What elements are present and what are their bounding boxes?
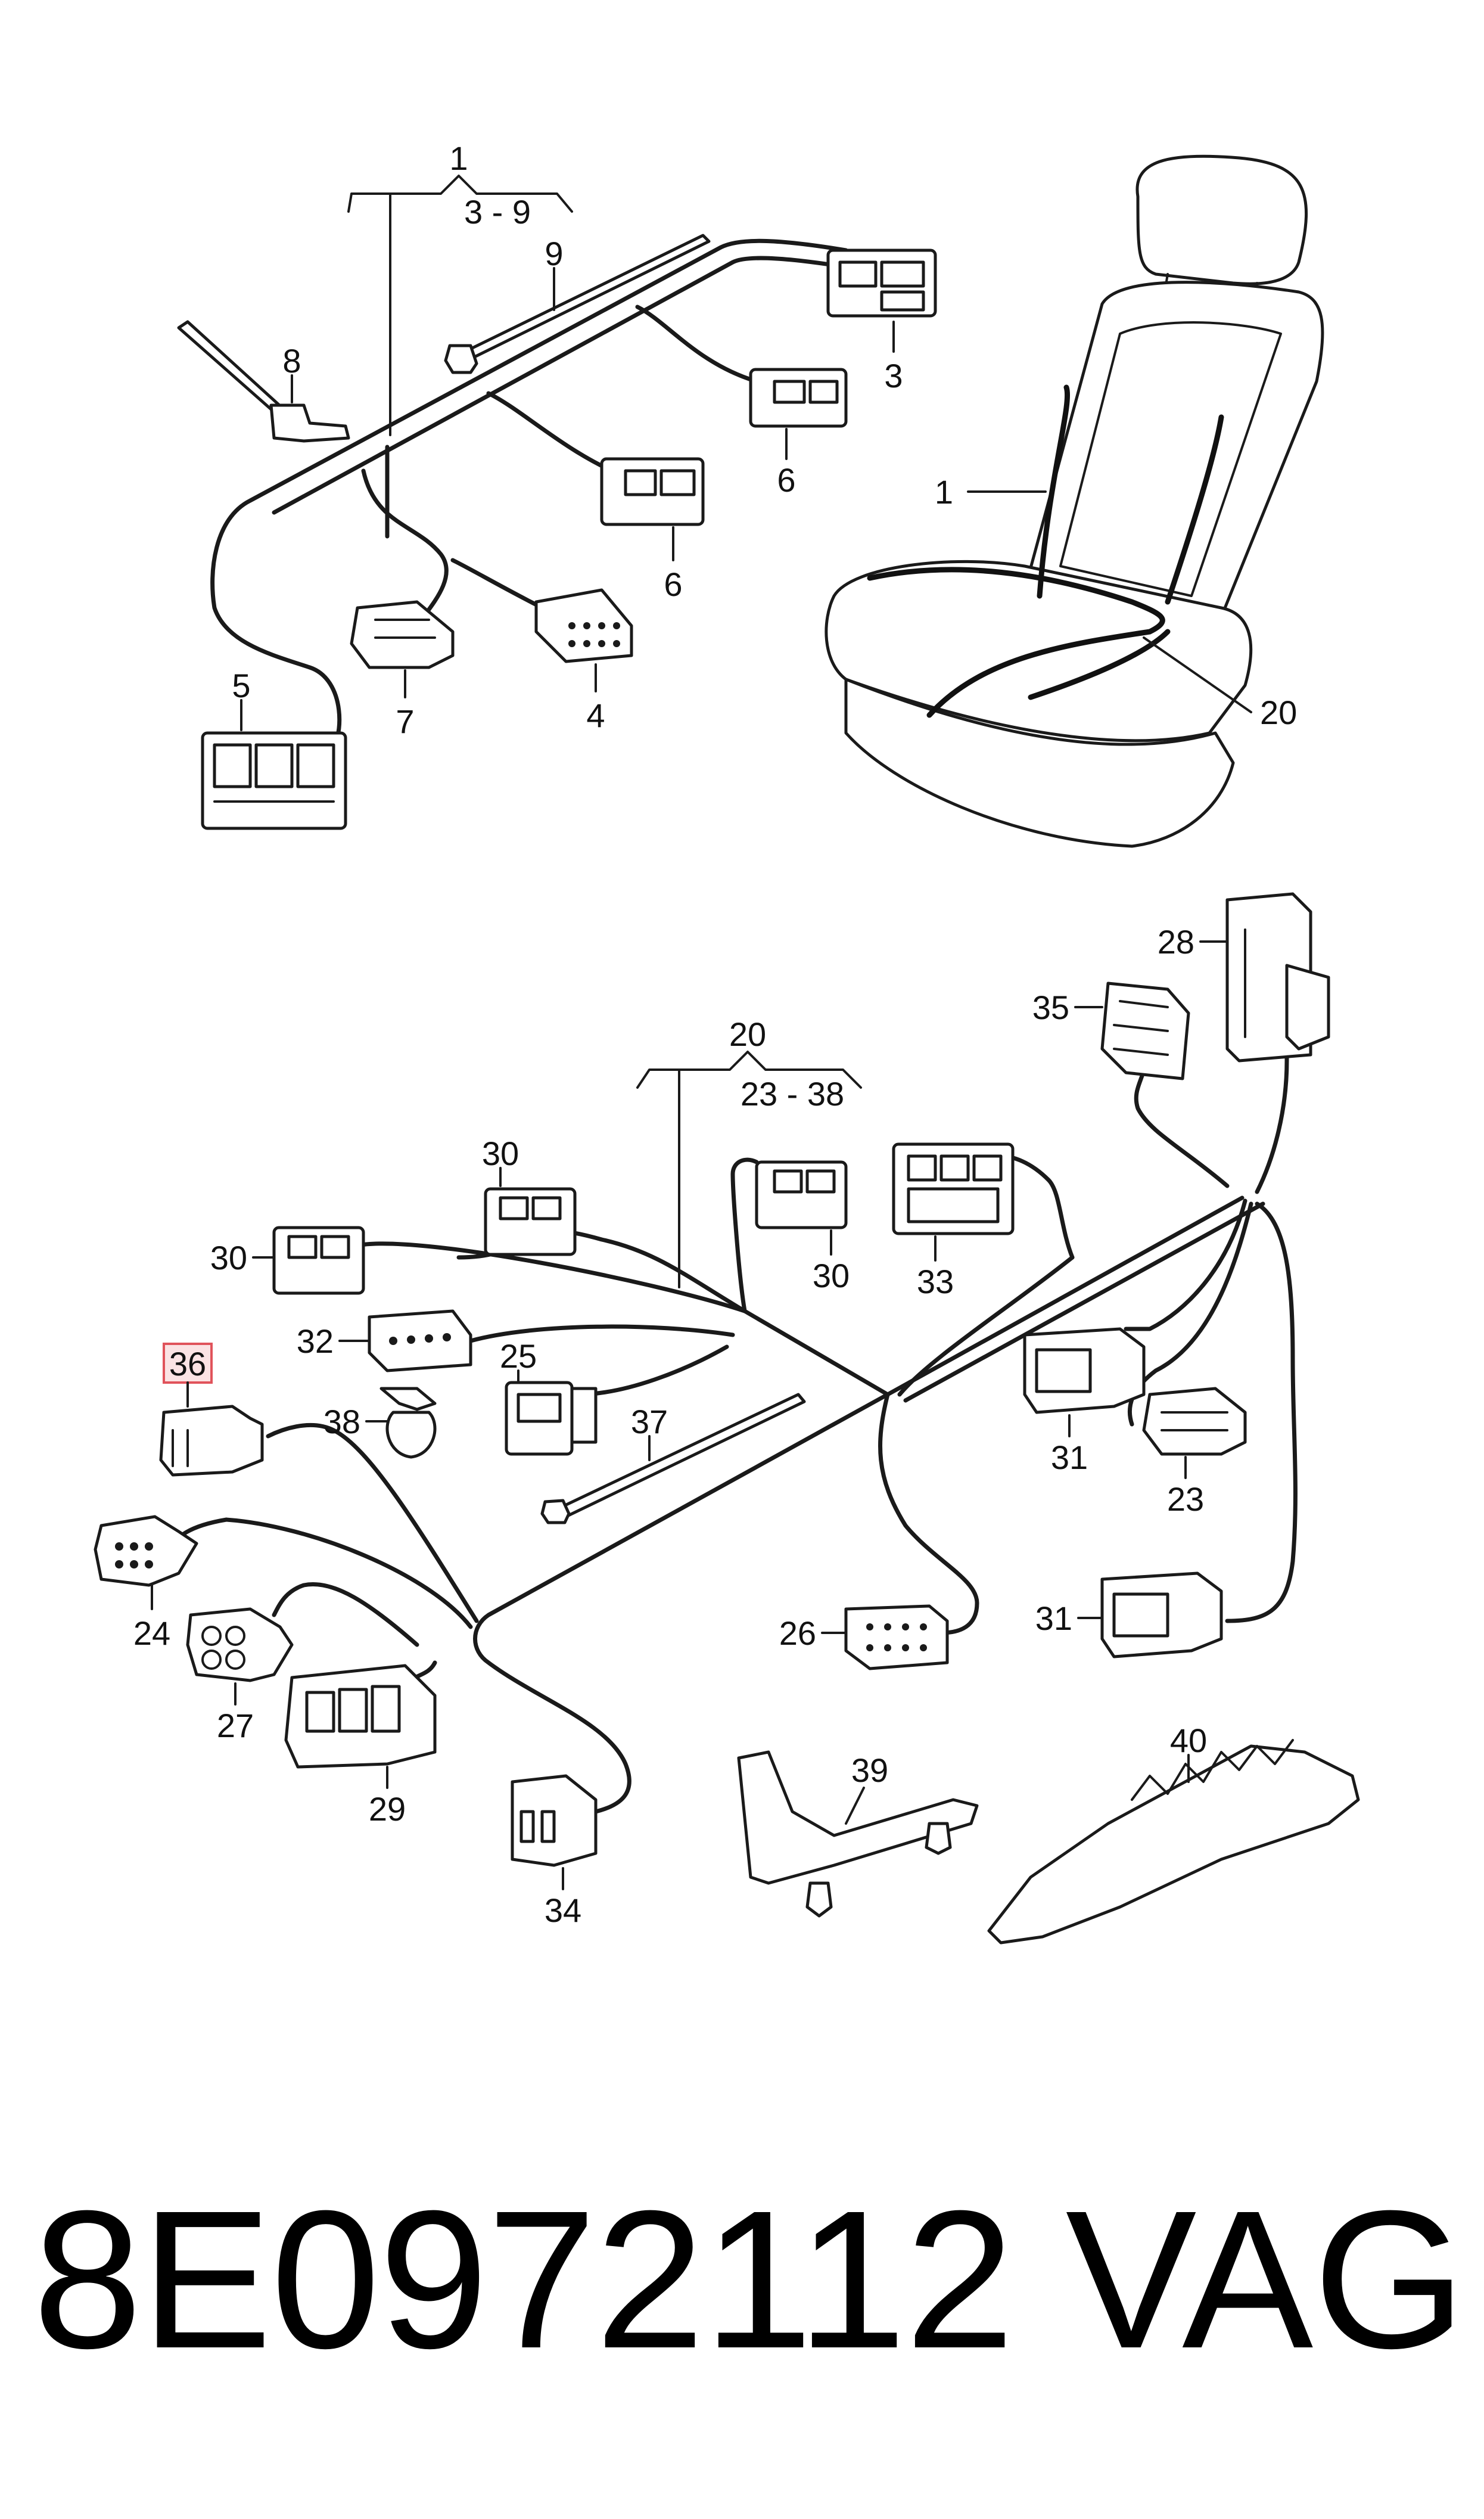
group-bottom-number: 20: [729, 1015, 766, 1053]
bracket-39: 39: [737, 1750, 979, 1918]
callout-7: 7: [396, 703, 414, 740]
upper-harness-wires: [210, 238, 848, 759]
callout-5: 5: [232, 667, 250, 704]
callout-36: 36: [169, 1345, 206, 1383]
connector-6-middle: 6: [600, 457, 705, 603]
bracket-40: 40: [987, 1722, 1360, 1945]
connector-31-upper: 31: [1023, 1327, 1146, 1476]
connector-33: 33: [892, 1142, 1015, 1300]
callout-32: 32: [297, 1322, 334, 1360]
connector-5: 5: [201, 667, 347, 830]
connector-28: 28: [1158, 892, 1330, 1063]
group-top-range: 3 - 9: [464, 193, 531, 231]
callout-30-right: 30: [813, 1257, 850, 1294]
connector-26: 26: [779, 1604, 949, 1670]
connector-31-lower: 31: [1035, 1571, 1223, 1658]
connector-36: 36: [159, 1343, 264, 1477]
group-bracket-top: 1 3 - 9: [347, 139, 573, 436]
footer: 8E0972112 VAG: [0, 2181, 1484, 2431]
callout-30-left: 30: [210, 1239, 247, 1276]
callout-3: 3: [884, 357, 903, 395]
callout-36-highlight: [163, 1343, 213, 1384]
seat-callout-1: 1: [935, 473, 953, 511]
brand-name: VAG: [1065, 2169, 1466, 2389]
callout-28: 28: [1158, 923, 1194, 961]
lower-harness-wires: [170, 1029, 1298, 1814]
cable-tie-9: 9: [444, 234, 711, 374]
connector-23: 23: [1142, 1387, 1247, 1518]
callout-6-upper: 6: [777, 461, 795, 499]
seat-callout-20: 20: [1260, 694, 1297, 731]
callout-40: 40: [1170, 1722, 1207, 1759]
clip-38: 38: [323, 1387, 437, 1459]
callout-38: 38: [323, 1403, 360, 1440]
callout-37: 37: [631, 1403, 668, 1440]
callout-33: 33: [917, 1263, 954, 1300]
cable-tie-37: 37: [540, 1393, 806, 1524]
connector-4: 4: [534, 588, 633, 734]
cable-tie-8: 8: [177, 320, 350, 443]
callout-30-top: 30: [482, 1135, 519, 1172]
callout-39: 39: [851, 1751, 888, 1789]
callout-31-upper: 31: [1051, 1439, 1088, 1476]
callout-4: 4: [586, 697, 605, 734]
connector-25: 25: [500, 1337, 598, 1456]
connector-35: 35: [1032, 981, 1190, 1080]
callout-24: 24: [133, 1614, 170, 1652]
connector-24: 24: [94, 1515, 198, 1652]
connector-6-upper: 6: [749, 368, 848, 499]
callout-6-middle: 6: [664, 566, 682, 603]
callout-8: 8: [282, 342, 301, 380]
callout-35: 35: [1032, 989, 1069, 1026]
group-bottom-range: 23 - 38: [741, 1075, 844, 1113]
callout-29: 29: [369, 1790, 406, 1828]
seat-illustration: 1 20: [825, 154, 1324, 848]
connector-32: 32: [297, 1309, 472, 1372]
callout-9: 9: [545, 235, 563, 272]
connector-30-top: 30: [482, 1135, 577, 1256]
connector-29: 29: [284, 1664, 437, 1828]
callout-26: 26: [779, 1614, 816, 1652]
connector-30-left: 30: [210, 1226, 365, 1295]
connector-30-right: 30: [755, 1160, 850, 1294]
connector-3: 3: [826, 249, 937, 395]
group-bracket-bottom: 20 23 - 38: [636, 1015, 862, 1288]
callout-34: 34: [545, 1891, 581, 1929]
callout-25: 25: [500, 1337, 537, 1375]
connector-27: 27: [186, 1607, 294, 1744]
connector-34: 34: [511, 1774, 598, 1929]
connector-7: 7: [350, 600, 455, 740]
callout-31-lower: 31: [1035, 1599, 1072, 1637]
callout-23: 23: [1167, 1480, 1204, 1518]
part-number: 8E0972112: [33, 2169, 1015, 2389]
group-top-number: 1: [449, 139, 468, 177]
callout-27: 27: [217, 1707, 254, 1744]
